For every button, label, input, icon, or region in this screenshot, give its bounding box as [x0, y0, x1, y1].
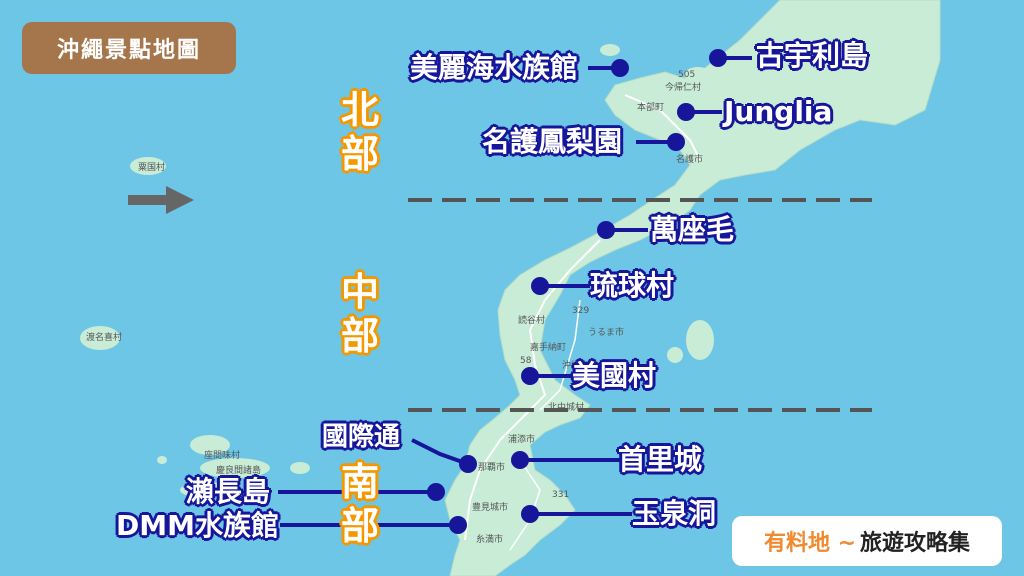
route-58: 58	[520, 356, 532, 366]
place-motobu: 本部町	[637, 103, 665, 113]
marker-junglia	[677, 103, 695, 121]
marker-gyokusendo	[521, 505, 539, 523]
place-okinawa-city: 沖縄市	[562, 361, 590, 371]
route-331: 331	[552, 490, 570, 500]
region-south-label: 南部	[340, 460, 379, 548]
place-uruma: うるま市	[588, 328, 625, 338]
marker-senaga	[427, 483, 445, 501]
marker-aquarium	[611, 59, 629, 77]
marker-ryukyu-mura	[531, 277, 549, 295]
place-urasoe: 浦添市	[508, 435, 536, 445]
marker-kouri	[709, 49, 727, 67]
place-nakijin: 今帰仁村	[665, 83, 702, 93]
route-505: 505	[678, 70, 696, 80]
spot-label-american-village: 美國村	[572, 359, 657, 392]
brand-name: 有料地 ~	[763, 531, 857, 556]
spot-label-gyokusendo: 玉泉洞	[632, 497, 717, 530]
region-central-label: 中部	[340, 270, 379, 358]
marker-manzamo	[597, 221, 615, 239]
brand-tagline: 旅遊攻略集	[860, 531, 971, 556]
place-yomitan: 読谷村	[518, 316, 546, 326]
arrow-right-icon	[128, 186, 194, 214]
region-north-label: 北部	[340, 88, 379, 176]
spot-label-senaga: 瀨長島	[186, 475, 271, 508]
spot-label-kouri: 古宇利島	[756, 39, 869, 72]
marker-pineapple	[667, 133, 685, 151]
place-zamami: 座間味村	[204, 451, 241, 461]
route-329: 329	[572, 306, 590, 316]
spot-label-shuri: 首里城	[618, 443, 703, 476]
spot-label-kokusai: 國際通	[322, 422, 401, 452]
place-kerama: 慶良間諸島	[216, 466, 262, 476]
spot-label-manzamo: 萬座毛	[650, 213, 735, 246]
spot-label-dmm: DMM水族館	[116, 509, 279, 542]
place-kitanakagusuku: 北中城村	[548, 403, 585, 413]
map-title-badge: 沖繩景點地圖	[22, 22, 236, 74]
spot-label-junglia: Junglia	[724, 95, 833, 128]
place-awa: 粟国村	[138, 163, 166, 173]
marker-american-village	[521, 367, 539, 385]
marker-shuri	[511, 451, 529, 469]
spot-label-pineapple: 名護鳳梨園	[482, 125, 623, 158]
place-tomigusuku: 豊見城市	[472, 503, 509, 513]
spot-label-ryukyu-mura: 琉球村	[590, 269, 675, 302]
place-kadena: 嘉手納町	[530, 343, 567, 353]
marker-kokusai	[459, 455, 477, 473]
place-itoman: 糸満市	[476, 535, 504, 545]
spot-label-aquarium: 美麗海水族館	[410, 51, 579, 84]
spot-markers	[427, 49, 727, 534]
brand-badge: 有料地 ~ 旅遊攻略集	[732, 516, 1002, 566]
place-tonaki: 渡名喜村	[86, 333, 123, 343]
marker-dmm	[449, 516, 467, 534]
place-nago: 名護市	[676, 155, 704, 165]
place-naha: 那覇市	[478, 463, 506, 473]
